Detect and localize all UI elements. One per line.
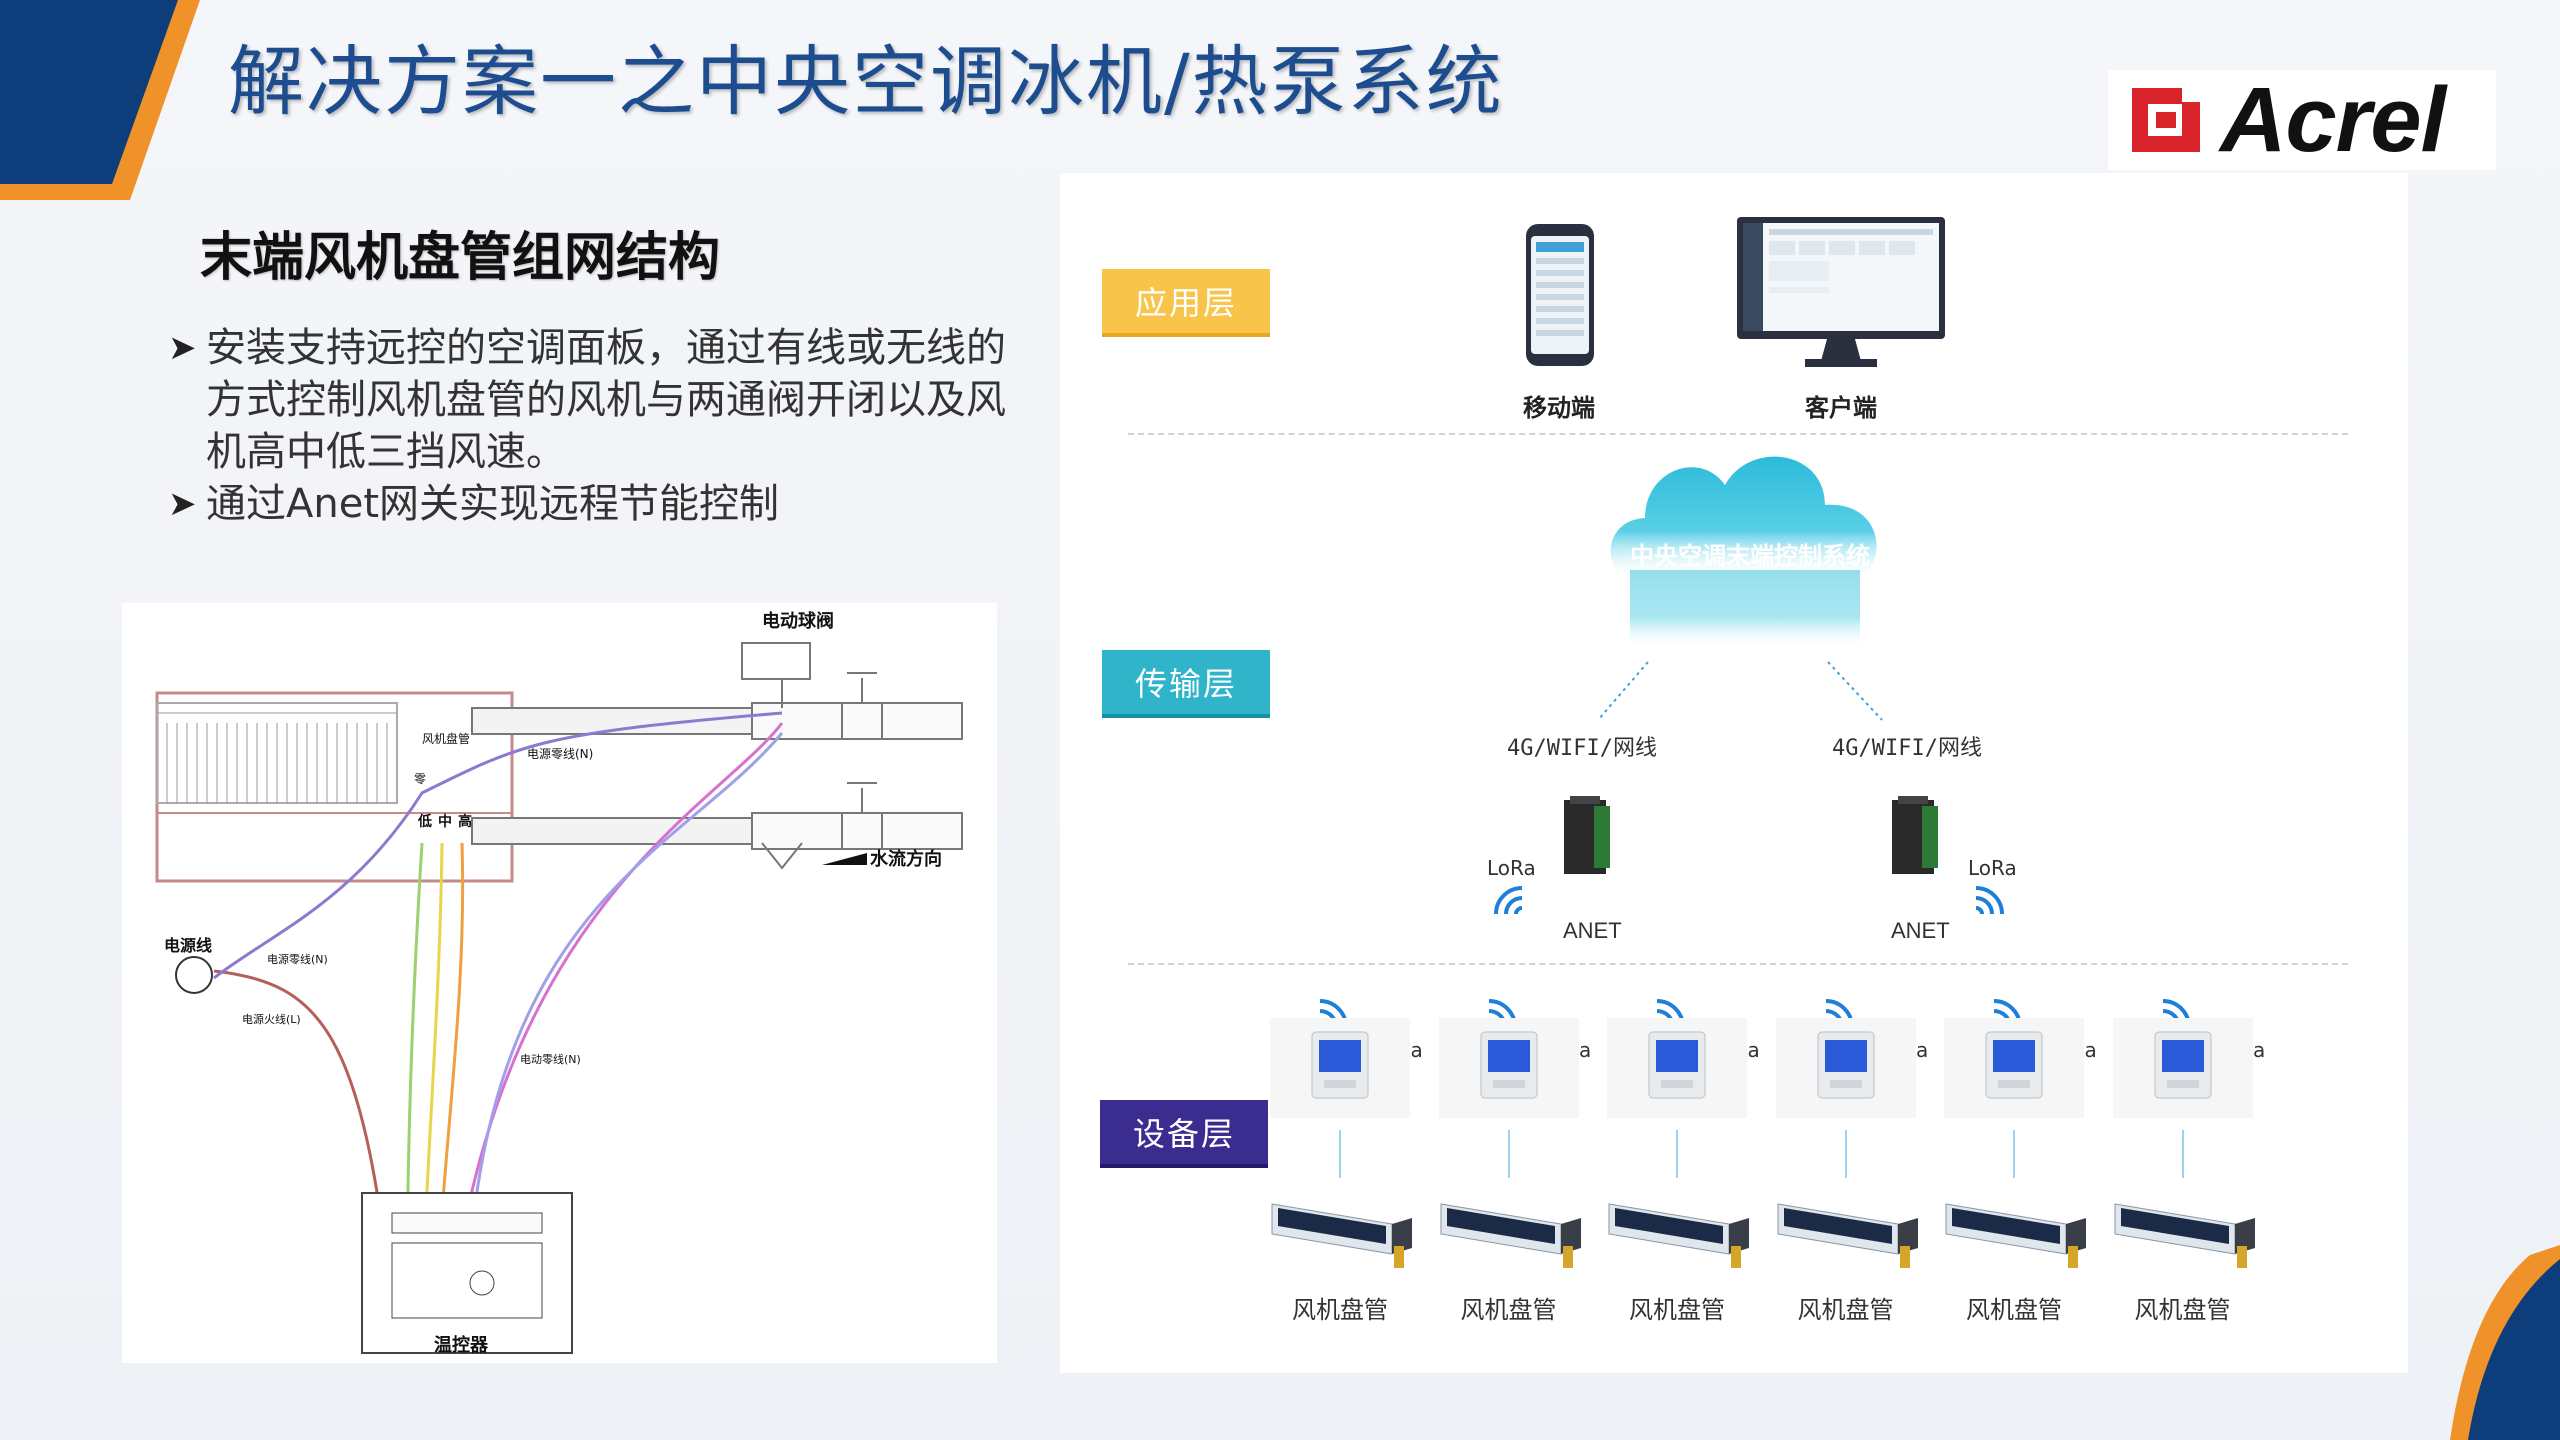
client-label: 客户端: [1805, 394, 1877, 422]
acrel-logo-text: Acrel: [2220, 68, 2446, 171]
speed-high-label: 高: [458, 813, 472, 830]
acrel-logo-icon: [2132, 80, 2208, 152]
acrel-logo: Acrel: [2108, 68, 2496, 171]
thermostat-panel-icon: [1480, 1031, 1537, 1099]
layer-label-transport: 传输层: [1102, 650, 1270, 714]
speed-mid-label: 中: [438, 813, 452, 830]
gateway-label-right: ANET: [1891, 918, 1950, 943]
thermostat-panel-icon: [1311, 1031, 1369, 1099]
link-label-right: 4G/WIFI/网线: [1832, 736, 1982, 761]
fan-coil-unit-icon: [1440, 1203, 1581, 1268]
valve-wire-label: 电动零线(N): [520, 1052, 581, 1066]
thermostat-panel-icon: [1985, 1031, 2043, 1099]
connector-line: [1339, 1130, 1341, 1178]
layer-divider: [1128, 433, 2348, 435]
bullet-item: ➤ 通过Anet网关实现远程节能控制: [168, 478, 1008, 530]
connector-line: [1507, 1130, 1510, 1178]
fan-coil-unit-icon: [1945, 1203, 2086, 1268]
fan-coil-label: 风机盘管: [1797, 1296, 1894, 1324]
neutral-wire-label-2: 电源零线(N): [267, 952, 328, 966]
fan-coil-unit: [155, 691, 514, 883]
cloud-icon: [1610, 456, 1877, 650]
network-diagram-panel: [1060, 173, 2408, 1373]
bullet-item: ➤ 安装支持远控的空调面板，通过有线或无线的方式控制风机盘管的风机与两通阀开闭以…: [168, 322, 1008, 478]
live-wire-label: 电源火线(L): [242, 1012, 301, 1026]
fan-coil-label: 风机盘管: [1460, 1296, 1557, 1324]
valve-label: 电动球阀: [762, 610, 834, 632]
arrow-bullet-icon: ➤: [168, 328, 197, 368]
colored-wires: [213, 711, 784, 1304]
link-label-left: 4G/WIFI/网线: [1507, 736, 1657, 761]
fan-coil-unit-icon: [1608, 1203, 1749, 1268]
page-title: 解决方案一之中央空调冰机/热泵系统: [228, 37, 1504, 126]
fan-coil-label: 风机盘管: [422, 731, 470, 746]
arrow-bullet-icon: ➤: [168, 484, 197, 524]
connector-line: [2181, 1130, 2184, 1178]
thermostat-controller: [361, 1192, 573, 1354]
lora-label: LoRa: [1968, 856, 2017, 880]
flow-direction-label: 水流方向: [870, 848, 942, 870]
fan-coil-label: 风机盘管: [1629, 1296, 1725, 1324]
bullet-text: 通过Anet网关实现远程节能控制: [206, 481, 780, 527]
flow-arrow-icon: [822, 853, 867, 865]
fan-coil-unit-icon: [1271, 1203, 1412, 1268]
controller-label: 温控器: [434, 1334, 489, 1356]
corner-decoration-top-left: [0, 0, 200, 200]
speed-low-label: 低: [417, 813, 432, 830]
power-terminal: [175, 956, 213, 994]
lora-label: LoRa: [1487, 856, 1536, 880]
neutral-short-label: 零: [414, 772, 426, 786]
cloud-links: [1597, 661, 1883, 721]
section-subtitle: 末端风机盘管组网结构: [200, 228, 721, 288]
gateway-label-left: ANET: [1563, 918, 1622, 943]
layer-label-app: 应用层: [1102, 269, 1270, 333]
mobile-label: 移动端: [1523, 394, 1595, 422]
fan-coil-label: 风机盘管: [1292, 1296, 1388, 1324]
gateway-device-icon: [1892, 796, 1938, 874]
layer-divider: [1128, 963, 2348, 965]
power-wire-label: 电源线: [164, 936, 212, 955]
wireless-signal-icon: [1975, 886, 2004, 915]
desktop-monitor-icon: [1737, 217, 1945, 367]
layer-label-device: 设备层: [1100, 1100, 1268, 1164]
fan-coil-unit-icon: [1777, 1203, 1918, 1268]
fan-coil-label: 风机盘管: [2134, 1296, 2231, 1324]
thermostat-panel-icon: [1817, 1031, 1874, 1099]
bullet-text: 安装支持远控的空调面板，通过有线或无线的方式控制风机盘管的风机与两通阀开闭以及风…: [206, 325, 1006, 475]
fan-coil-unit-icon: [2114, 1203, 2255, 1268]
thermostat-panel-icon: [1648, 1031, 1706, 1099]
neutral-wire-label: 电源零线(N): [527, 747, 593, 761]
connector-line: [1844, 1130, 1847, 1178]
thermostat-panel-icon: [2154, 1031, 2211, 1099]
gateway-device-icon: [1564, 796, 1610, 874]
fan-coil-label: 风机盘管: [1966, 1296, 2062, 1324]
wiring-diagram: 电动球阀 风机盘管 电源零线(N) 零 低 中 高 水流方向 电源线 电源零线(…: [122, 603, 997, 1363]
connector-line: [1676, 1130, 1678, 1178]
wireless-signal-icon: [1494, 886, 1523, 915]
bullet-list: ➤ 安装支持远控的空调面板，通过有线或无线的方式控制风机盘管的风机与两通阀开闭以…: [168, 322, 1008, 530]
connector-line: [2013, 1130, 2015, 1178]
corner-decoration-bottom-right: [2450, 1245, 2560, 1440]
smartphone-icon: [1526, 224, 1594, 366]
cloud-system-label: 中央空调末端控制系统: [1630, 542, 1870, 570]
